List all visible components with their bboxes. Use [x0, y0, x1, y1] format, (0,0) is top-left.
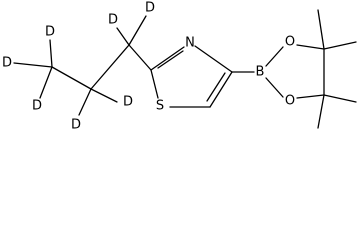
bond-c2-c1	[90, 44, 130, 90]
deuterium-label: D	[71, 118, 81, 133]
bond-c3-d	[49, 39, 53, 68]
bond-c2-d	[78, 88, 92, 116]
nitrogen-label: N	[185, 36, 195, 51]
bond-o2-cq2	[296, 94, 325, 99]
bonds	[13, 9, 357, 129]
bond-c1-d	[116, 27, 130, 46]
bond-c1-d	[128, 15, 147, 46]
bond-n-c4	[194, 45, 233, 73]
boron-label: B	[256, 65, 265, 80]
bond-cq1-methyl	[317, 9, 325, 50]
oxygen-label: O	[285, 35, 295, 50]
sulfur-label: S	[156, 99, 164, 114]
bond-c3-d	[39, 66, 53, 99]
deuterium-label: D	[145, 1, 155, 16]
bond-c1-thiazole	[128, 44, 152, 71]
bond-c2-n	[150, 46, 185, 71]
atom-labels: D D D D D D D N S B O O	[2, 1, 295, 133]
oxygen-label: O	[285, 94, 295, 109]
bond-s-c2	[150, 69, 159, 99]
bond-b-o1	[265, 46, 284, 67]
deuterium-label: D	[123, 95, 133, 110]
bond-c3-d	[13, 62, 53, 68]
bond-o1-cq1	[296, 44, 325, 50]
bond-c2-d	[90, 88, 118, 103]
bond-c2-n-double	[157, 50, 184, 69]
bond-cq1-methyl	[323, 41, 357, 50]
bond-b-o2	[265, 77, 284, 98]
bond-cq2-methyl	[317, 94, 325, 129]
deuterium-label: D	[2, 56, 12, 71]
bond-c3-c2	[51, 66, 92, 90]
molecule-structure: D D D D D D D N S B O O	[2, 1, 357, 133]
bond-c4-c5-double	[206, 72, 226, 102]
deuterium-label: D	[45, 25, 55, 40]
deuterium-label: D	[108, 13, 118, 28]
deuterium-label: D	[32, 99, 42, 114]
bond-cq2-methyl	[323, 94, 357, 103]
bond-c4-c5	[209, 71, 233, 108]
